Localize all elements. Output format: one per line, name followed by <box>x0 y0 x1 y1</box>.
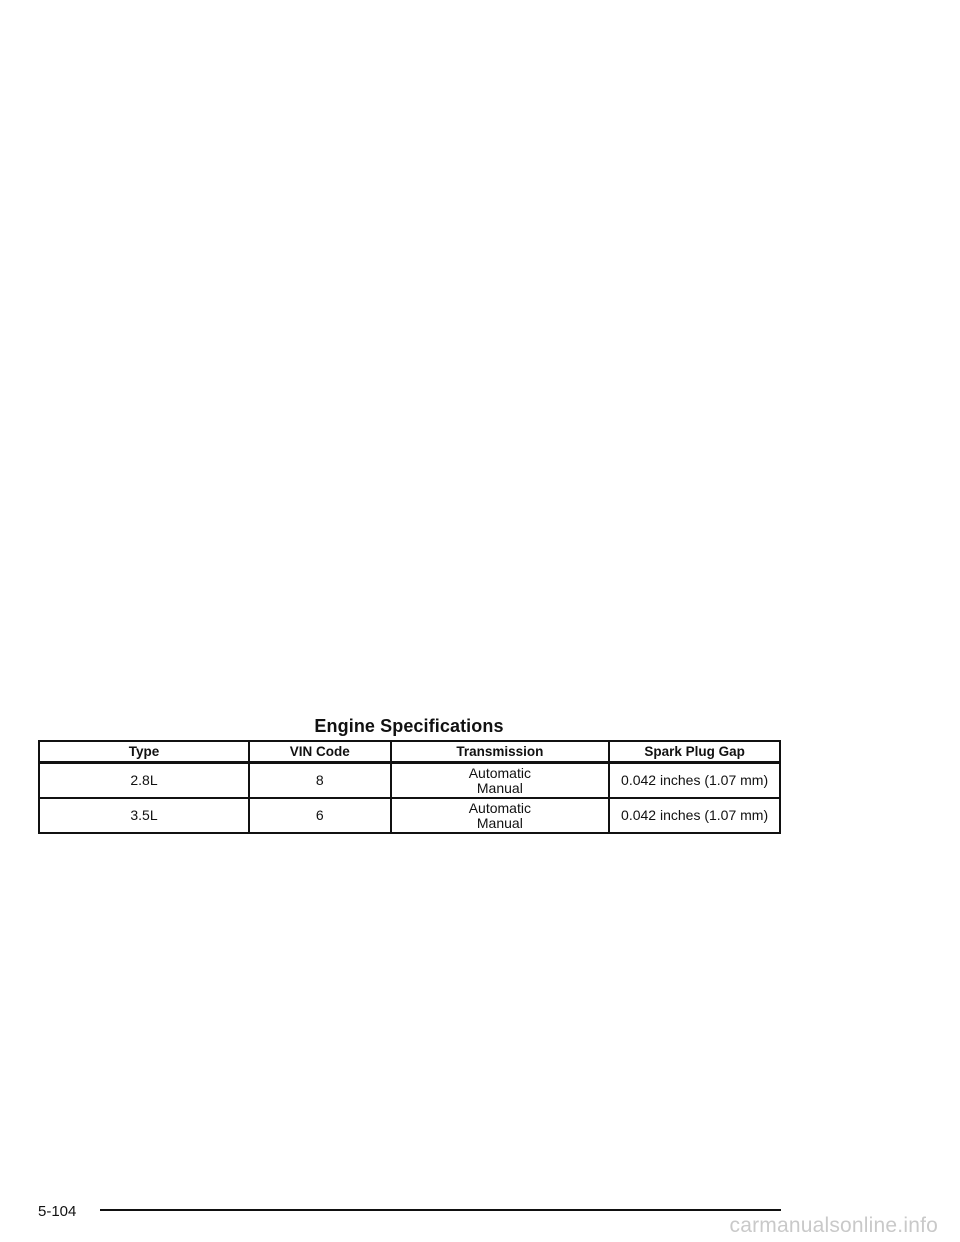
cell-transmission: Automatic Manual <box>389 761 611 799</box>
column-header-transmission: Transmission <box>389 740 611 764</box>
table-row: 3.5L 6 Automatic Manual 0.042 inches (1.… <box>37 797 781 834</box>
transmission-option: Automatic <box>468 799 531 816</box>
table-header-row: Type VIN Code Transmission Spark Plug Ga… <box>37 740 781 764</box>
cell-spark-plug-gap: 0.042 inches (1.07 mm) <box>608 797 781 834</box>
cell-transmission: Automatic Manual <box>389 797 611 834</box>
column-header-type: Type <box>37 740 251 764</box>
transmission-option: Manual <box>476 814 523 831</box>
column-header-vin-code: VIN Code <box>248 740 392 764</box>
cell-type: 3.5L <box>37 797 251 834</box>
column-header-spark-plug-gap: Spark Plug Gap <box>608 740 781 764</box>
cell-vin-code: 6 <box>248 797 392 834</box>
engine-specifications-table: Type VIN Code Transmission Spark Plug Ga… <box>37 740 781 834</box>
footer-divider <box>100 1209 781 1211</box>
section-title: Engine Specifications <box>314 716 504 736</box>
cell-type: 2.8L <box>37 761 251 799</box>
page-number: 5-104 <box>38 1203 77 1220</box>
watermark-text: carmanualsonline.info <box>729 1214 938 1237</box>
transmission-option: Manual <box>476 779 523 796</box>
cell-spark-plug-gap: 0.042 inches (1.07 mm) <box>608 761 781 799</box>
cell-vin-code: 8 <box>248 761 392 799</box>
table-row: 2.8L 8 Automatic Manual 0.042 inches (1.… <box>37 761 781 799</box>
transmission-option: Automatic <box>468 764 531 781</box>
